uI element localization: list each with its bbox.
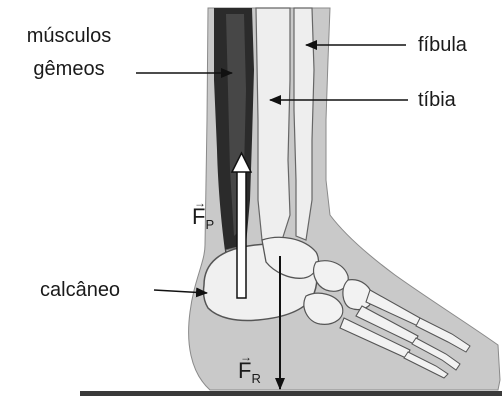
fibula-bone [294, 8, 314, 240]
label-fibula: fíbula [418, 34, 467, 56]
vector-arrow-icon: → [240, 351, 252, 363]
fr-subscript: R [251, 371, 260, 386]
label-force-fr: → FR [238, 360, 261, 390]
vector-arrow-icon: → [194, 197, 206, 209]
label-tibia: tíbia [418, 89, 456, 111]
force-fp-shaft [237, 170, 246, 298]
label-force-fp: → FP [192, 206, 214, 236]
label-musculos: músculos [6, 25, 132, 47]
tibia-bone [256, 8, 290, 240]
label-calcaneo: calcâneo [40, 279, 120, 301]
label-gemeos: gêmeos [6, 58, 132, 80]
fp-subscript: P [205, 217, 214, 232]
ground-line [80, 391, 502, 396]
